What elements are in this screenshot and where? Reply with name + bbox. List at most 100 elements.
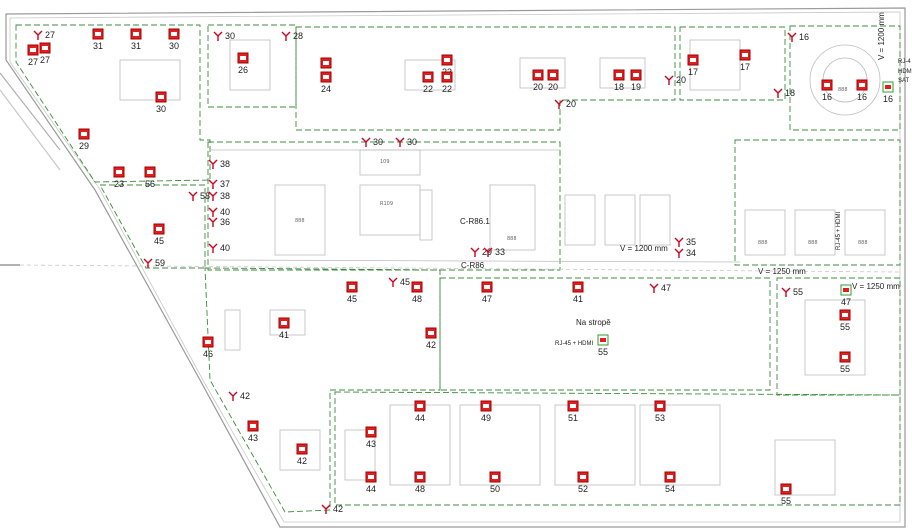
outlet-number: 27	[45, 30, 55, 40]
data-outlet-icon: 41	[572, 281, 584, 304]
network-drop-icon: 58	[188, 191, 210, 201]
note-rj45-hdmi: RJ-45 + HDMI	[555, 341, 594, 347]
outlet-number: 24	[321, 84, 331, 94]
room-code: 888	[808, 240, 818, 246]
data-outlet-icon: 51	[567, 400, 579, 423]
outlet-number: 16	[857, 92, 867, 102]
data-outlet-icon: 42	[296, 443, 308, 466]
data-outlet-icon: 30	[168, 28, 180, 51]
data-outlet-icon: 55	[839, 351, 851, 374]
outlet-number: 43	[248, 433, 258, 443]
outlet-number: 18	[785, 88, 795, 98]
network-drop-icon: 55	[781, 287, 803, 297]
data-outlet-icon: 29	[78, 128, 90, 151]
network-drop-icon: 45	[388, 277, 410, 287]
network-drop-icon: 20	[554, 99, 576, 109]
data-outlet-icon: 22	[441, 71, 453, 94]
outlet-number: 37	[220, 179, 230, 189]
outlet-number: 50	[490, 484, 500, 494]
outlet-number: 42	[240, 391, 250, 401]
data-outlet-icon: 43	[365, 426, 377, 449]
plan-notes: V = 1200 mm RJ-4 HDM SAT V = 1200 mm V =…	[460, 12, 912, 347]
note-rj4: RJ-4	[898, 59, 911, 65]
outlet-number: 27	[28, 57, 38, 67]
data-outlet-icon: 26	[237, 52, 249, 75]
network-drop-icon: 30	[395, 137, 417, 147]
network-drop-icon: 42	[228, 391, 250, 401]
outlet-number: 55	[840, 322, 850, 332]
network-drop-icon: 27	[33, 30, 55, 40]
room-code: 888	[838, 87, 848, 93]
network-drop-icon: 36	[208, 217, 230, 227]
data-outlet-icon: 56	[144, 166, 156, 189]
outlet-number: 49	[481, 413, 491, 423]
outlet-number: 22	[423, 84, 433, 94]
network-drop-icon: 40	[208, 243, 230, 253]
network-drop-icon: 42	[321, 504, 343, 514]
outlet-number: 41	[279, 330, 289, 340]
data-outlet-icon: 45	[346, 281, 358, 304]
room-code: R109	[380, 201, 393, 207]
outlet-number: 55	[781, 496, 791, 506]
outlet-number: 47	[661, 283, 671, 293]
room-code: 888	[295, 218, 305, 224]
network-drop-icon: 47	[649, 283, 671, 293]
data-outlet-icon: 46	[202, 336, 214, 359]
note-v1200-lower: V = 1200 mm	[620, 244, 668, 253]
outlet-number: 29	[79, 141, 89, 151]
data-outlet-icon: 44	[365, 471, 377, 494]
data-outlet-icon: 55	[780, 483, 792, 506]
data-outlet-icon: 52	[577, 471, 589, 494]
outlet-number: 59	[155, 258, 165, 268]
data-outlet-icon: 45	[153, 223, 165, 246]
data-outlet-icon: 42	[425, 327, 437, 350]
outlet-number: 44	[366, 484, 376, 494]
network-drop-icon: 35	[674, 237, 696, 247]
outlet-number: 47	[841, 297, 851, 307]
outlet-number: 55	[793, 287, 803, 297]
outlet-number: 33	[495, 247, 505, 257]
outlet-number: 58	[200, 191, 210, 201]
outlet-number: 44	[415, 413, 425, 423]
outlet-number: 26	[238, 65, 248, 75]
note-na-strope: Na stropě	[576, 318, 611, 327]
outlet-number: 54	[665, 484, 675, 494]
outlet-number: 17	[688, 67, 698, 77]
data-outlet-icon: 27	[39, 42, 51, 65]
outlet-number: 31	[131, 41, 141, 51]
outlet-number: 45	[400, 277, 410, 287]
outlet-number: 38	[220, 191, 230, 201]
multimedia-outlet-icon: 55	[597, 334, 609, 357]
data-outlet-icon: 20	[547, 69, 559, 92]
outlet-number: 20	[548, 82, 558, 92]
data-outlet-icon: 49	[480, 400, 492, 423]
outlet-number: 41	[573, 294, 583, 304]
outlet-number: 30	[225, 31, 235, 41]
outlet-number: 53	[655, 413, 665, 423]
outlet-number: 20	[533, 82, 543, 92]
note-c-r86: C-R86	[461, 261, 485, 270]
outlet-layer: 2727313130262424232222202018191717161630…	[27, 28, 894, 514]
data-outlet-icon: 44	[414, 400, 426, 423]
room-code: 888	[858, 240, 868, 246]
data-outlet-icon: 17	[687, 54, 699, 77]
outlet-number: 22	[442, 84, 452, 94]
data-outlet-icon: 27	[27, 44, 39, 67]
network-drop-icon: 28	[281, 31, 303, 41]
outlet-number: 55	[840, 364, 850, 374]
data-outlet-icon: 53	[654, 400, 666, 423]
outlet-number: 45	[154, 236, 164, 246]
outlet-number: 40	[220, 243, 230, 253]
room-code: 888	[507, 236, 517, 242]
outlet-number: 48	[412, 294, 422, 304]
outlet-number: 23	[114, 179, 124, 189]
multimedia-outlet-icon: 16	[882, 81, 894, 104]
outlet-number: 20	[566, 99, 576, 109]
note-hdmi: HDM	[898, 69, 912, 75]
outlet-number: 52	[578, 484, 588, 494]
room-code: 109	[380, 159, 390, 165]
note-c-r86-1: C-R86.1	[460, 217, 490, 226]
data-outlet-icon: 24	[320, 71, 332, 94]
network-drop-icon: 16	[787, 32, 809, 42]
